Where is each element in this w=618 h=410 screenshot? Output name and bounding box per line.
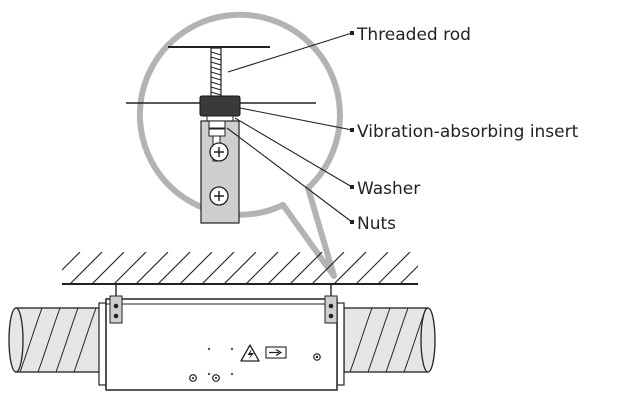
hanger-right	[324, 284, 338, 324]
collar-right	[336, 302, 345, 386]
callout-leaders	[226, 32, 353, 223]
leader-threaded-rod	[227, 32, 353, 73]
leader-nuts	[226, 127, 353, 223]
label-vibration-absorbing-insert: Vibration-absorbing insert	[357, 122, 579, 142]
ceiling	[62, 252, 418, 285]
vibration-absorbing-insert	[199, 95, 241, 117]
nuts	[208, 120, 226, 137]
duct-left	[8, 307, 101, 373]
airflow-direction-arrow-icon	[265, 346, 287, 359]
label-washer: Washer	[357, 179, 420, 199]
indicator-light	[313, 353, 321, 361]
hanger-left	[109, 284, 123, 324]
callout-dots	[350, 31, 354, 224]
collar-left	[98, 302, 107, 386]
duct-right	[343, 307, 436, 373]
leader-insert	[239, 107, 353, 131]
leader-washer	[234, 117, 353, 188]
bracket-screw-lower	[209, 186, 229, 206]
washer	[206, 115, 234, 122]
high-voltage-warning-icon	[240, 344, 260, 362]
bracket-screw-upper	[209, 142, 229, 162]
threaded-rod	[210, 47, 222, 99]
label-threaded-rod: Threaded rod	[356, 25, 471, 45]
unit-screws	[207, 347, 234, 376]
magnifier-bubble	[136, 11, 343, 279]
unit-body	[105, 298, 338, 391]
label-nuts: Nuts	[357, 214, 396, 234]
